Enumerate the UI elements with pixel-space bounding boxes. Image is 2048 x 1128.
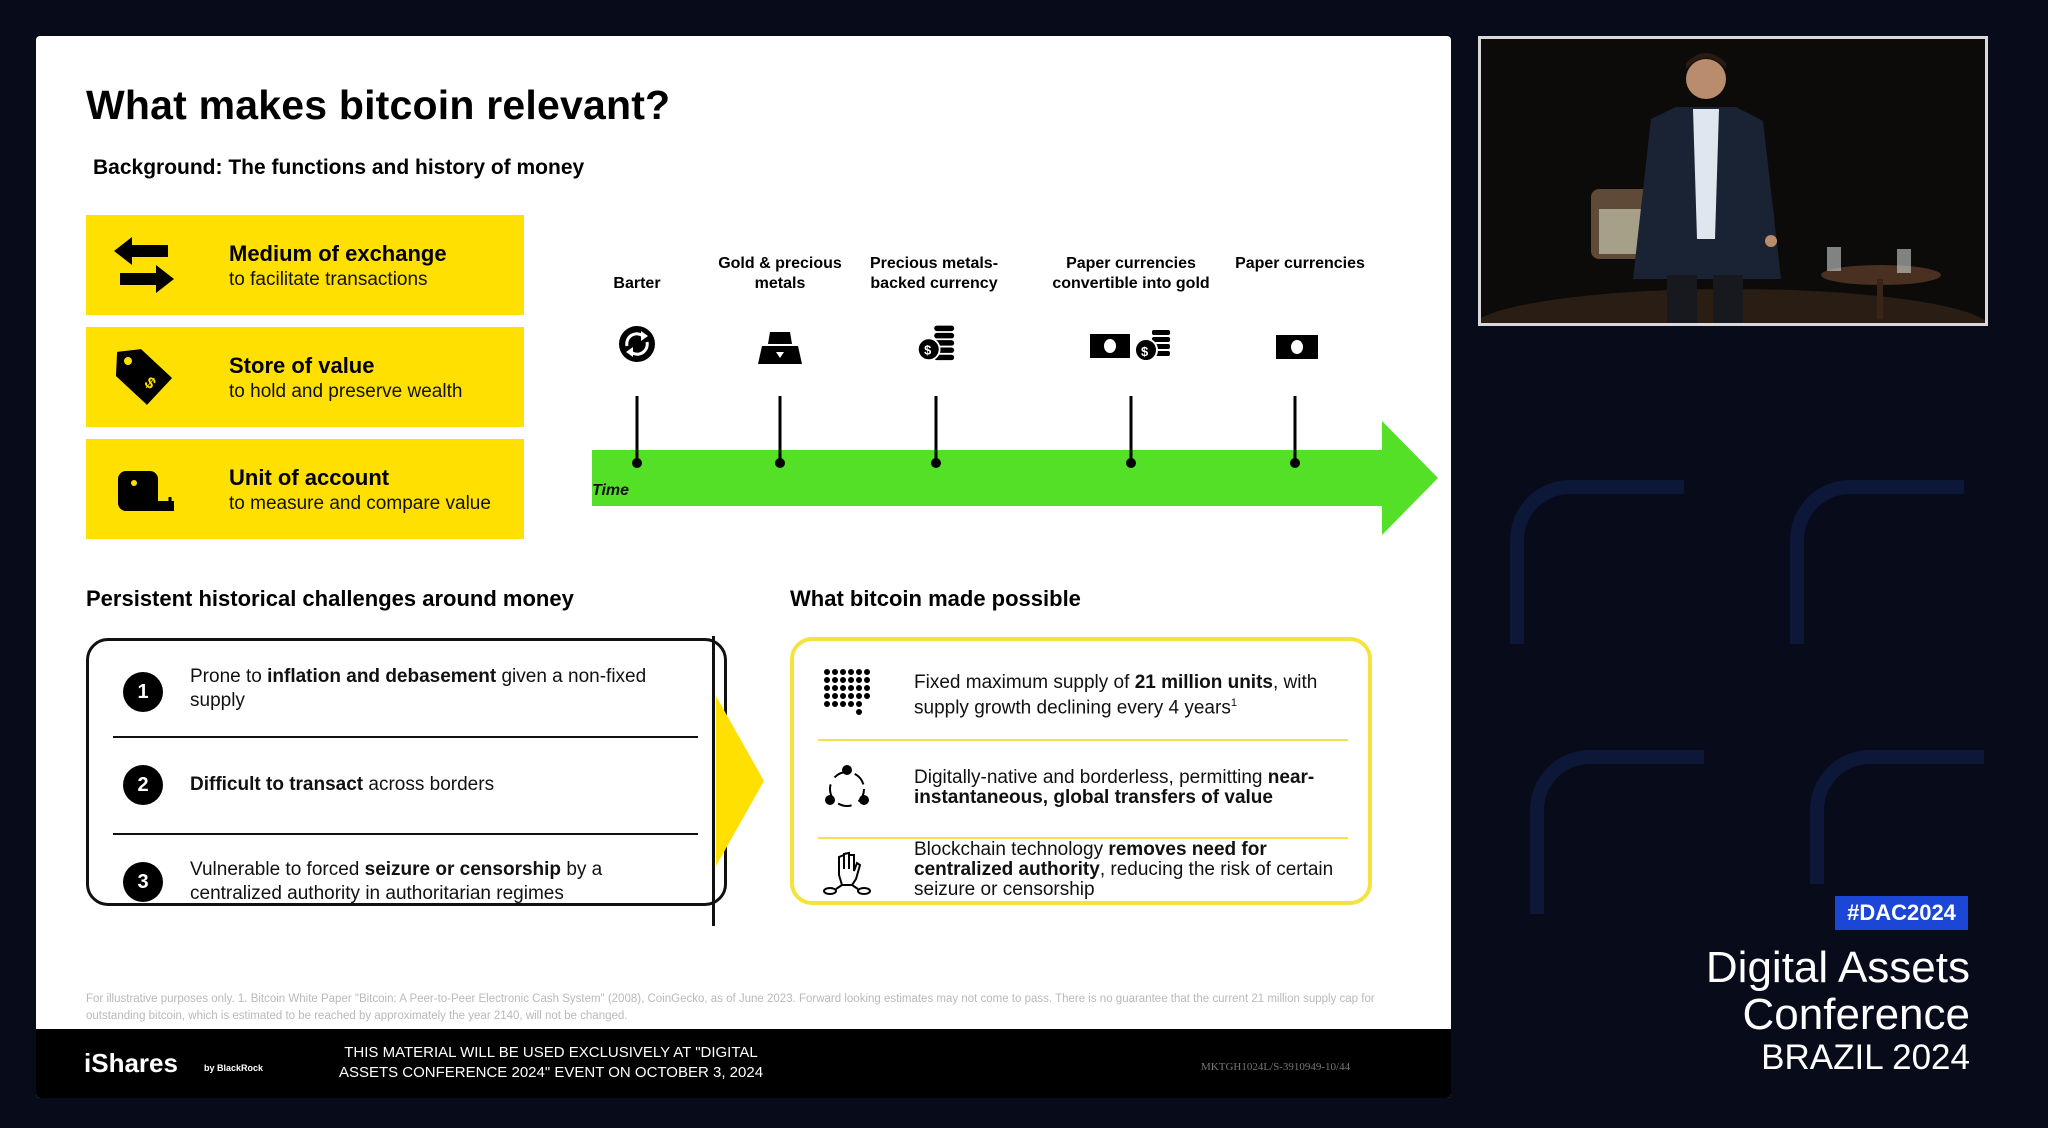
network-cycle-icon: [825, 765, 869, 807]
background-decoration: [1530, 750, 1704, 914]
timeline-arrow: [592, 396, 1438, 535]
svg-text:$: $: [1141, 344, 1149, 359]
section-divider: [712, 636, 715, 926]
challenge-number: 3: [123, 862, 163, 902]
footnote: For illustrative purposes only. 1. Bitco…: [86, 993, 1375, 1022]
timeline-axis-label: Time: [592, 482, 630, 499]
coins-stack-icon: $: [916, 325, 955, 362]
background-decoration: [1510, 480, 1684, 644]
possible-item: Fixed maximum supply of 21 million units…: [794, 641, 1368, 739]
function-description: to measure and compare value: [229, 493, 491, 514]
challenges-box: 1 Prone to inflation and debasement give…: [86, 638, 727, 906]
footer-disclaimer: THIS MATERIAL WILL BE USED EXCLUSIVELY A…: [338, 1044, 764, 1081]
possible-text: Fixed maximum supply of 21 million units…: [914, 672, 1318, 719]
banknote-and-coins-icon: $: [1090, 330, 1170, 362]
divider: [818, 837, 1348, 839]
challenge-text: Difficult to transact across borders: [190, 774, 495, 795]
presentation-slide: What makes bitcoin relevant? Background:…: [36, 36, 1451, 1098]
timeline-stage-label: Paper currencies: [1235, 255, 1365, 272]
possible-box: Fixed maximum supply of 21 million units…: [790, 637, 1372, 905]
challenge-text: Prone to inflation and debasement given …: [190, 666, 647, 711]
slide-footer: iShares by BlackRock THIS MATERIAL WILL …: [36, 1029, 1451, 1098]
blackrock-byline: by BlackRock: [204, 1063, 264, 1073]
function-card-store-of-value: $ Store of value to hold and preserve we…: [86, 327, 524, 427]
speaker-video: [1478, 36, 1988, 326]
divider: [818, 739, 1348, 741]
barter-cycle-icon: [619, 326, 655, 362]
challenge-item: 1 Prone to inflation and debasement give…: [89, 641, 724, 736]
function-description: to hold and preserve wealth: [229, 381, 463, 402]
possible-item: Blockchain technology removes need for c…: [794, 839, 1368, 901]
challenges-title: Persistent historical challenges around …: [86, 586, 574, 611]
function-title: Medium of exchange: [229, 241, 447, 266]
event-location: BRAZIL 2024: [1761, 1038, 1970, 1077]
possible-text: Digitally-native and borderless, permitt…: [914, 767, 1315, 808]
timeline-stage-label: Paper currencies convertible into gold: [1052, 255, 1210, 292]
gold-bar-icon: [758, 332, 802, 364]
function-title: Store of value: [229, 353, 375, 378]
svg-text:$: $: [924, 343, 931, 358]
divider: [113, 833, 698, 835]
ishares-logo: iShares: [84, 1048, 178, 1078]
challenge-item: 3 Vulnerable to forced seizure or censor…: [89, 835, 724, 904]
exchange-arrows-icon: [114, 237, 174, 293]
raised-fist-broken-chain-icon: [823, 851, 871, 895]
background-decoration: [1810, 750, 1984, 884]
yellow-chevron: [716, 696, 764, 866]
challenge-item: 2 Difficult to transact across borders: [89, 738, 724, 833]
price-tag-icon: $: [115, 349, 173, 405]
function-card-unit-of-account: Unit of account to measure and compare v…: [86, 439, 524, 539]
dot-grid-icon: [824, 669, 870, 715]
possible-item: Digitally-native and borderless, permitt…: [794, 741, 1368, 837]
challenge-number: 1: [123, 672, 163, 712]
timeline-stage-label: Gold & precious metals: [718, 255, 842, 292]
possible-title: What bitcoin made possible: [790, 586, 1081, 611]
slide-title: What makes bitcoin relevant?: [86, 82, 671, 128]
timeline-stage-label: Precious metals-backed currency: [869, 255, 999, 292]
function-card-medium-of-exchange: Medium of exchange to facilitate transac…: [86, 215, 524, 315]
function-title: Unit of account: [229, 465, 390, 490]
document-code: MKTGH1024L/S-3910949-10/44: [1201, 1061, 1351, 1073]
slide-subtitle: Background: The functions and history of…: [93, 156, 585, 179]
divider: [113, 736, 698, 738]
function-description: to facilitate transactions: [229, 269, 428, 290]
banknote-icon: [1276, 335, 1318, 359]
challenge-number: 2: [123, 765, 163, 805]
background-decoration: [1790, 480, 1964, 644]
speaker-figure: [1481, 39, 1985, 323]
challenge-text: Vulnerable to forced seizure or censorsh…: [190, 859, 603, 904]
timeline-stage-label: Barter: [613, 275, 661, 292]
tape-measure-icon: [118, 471, 174, 511]
event-hashtag: #DAC2024: [1835, 896, 1968, 930]
possible-text: Blockchain technology removes need for c…: [914, 839, 1334, 900]
